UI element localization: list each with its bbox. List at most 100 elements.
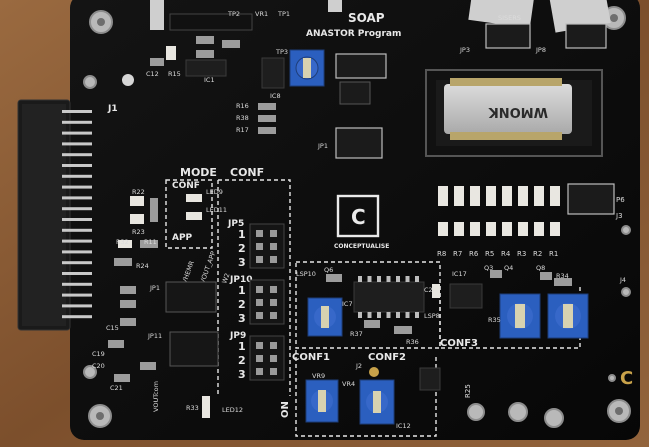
- label-j2: J2: [355, 362, 362, 370]
- conf-header-pin: [256, 355, 263, 362]
- jp10-pin-3: 3: [238, 312, 246, 325]
- upper-smd-parts: [122, 36, 240, 86]
- trimpots: [305, 293, 589, 425]
- label-r24: R24: [136, 262, 149, 270]
- header-pin: [62, 185, 92, 189]
- label-jp5: JP5: [227, 219, 244, 229]
- header-pin: [62, 164, 92, 167]
- ic-pin: [405, 276, 410, 282]
- board-subtitle: ANASTOR Program: [306, 29, 401, 39]
- section-conf1: CONF1: [292, 352, 330, 363]
- header-pin: [62, 239, 92, 243]
- jp5-pin-3: 3: [238, 256, 246, 269]
- smd-resistor: [550, 222, 560, 236]
- header-pin: [62, 304, 92, 308]
- header-pin: [62, 250, 92, 254]
- label-sisers: SISERS: [498, 14, 521, 22]
- label-p6: P6: [616, 196, 625, 204]
- header-pin: [62, 131, 92, 135]
- label-r38: R38: [236, 114, 249, 122]
- label-w2: W2: [220, 272, 231, 285]
- header-pin: [62, 142, 92, 146]
- mode-box: [165, 179, 213, 249]
- label-voutcom: VOUTcom: [152, 381, 160, 412]
- smd-resistor: [534, 186, 544, 206]
- conf-header-pin: [256, 230, 263, 237]
- label-led12: LED12: [222, 406, 243, 414]
- label-ic8: IC8: [270, 92, 281, 100]
- header-pin: [62, 153, 92, 157]
- smd-resistor: [502, 222, 512, 236]
- conf-header-pin: [256, 256, 263, 263]
- header-pin: [62, 315, 92, 319]
- conf-header-pin: [270, 243, 277, 250]
- label-r33: R33: [186, 404, 199, 412]
- mode-conf-label: CONF: [172, 181, 200, 191]
- conf-header-pin: [270, 342, 277, 349]
- ic-pin: [377, 312, 381, 318]
- smd-resistor: [518, 222, 528, 236]
- ic-pin: [415, 312, 419, 318]
- label-q3: Q3: [484, 264, 493, 272]
- resistor-label: R6: [469, 250, 479, 258]
- label-jp1-mid: JP1: [317, 142, 328, 150]
- label-c15: C15: [106, 324, 119, 332]
- label-lsp8: LSP8: [424, 312, 440, 320]
- label-r37: R37: [350, 330, 363, 338]
- conf-header-pin: [270, 299, 277, 306]
- board-title: SOAP: [348, 11, 385, 25]
- conf-header-pin: [270, 355, 277, 362]
- label-vr4: VR4: [342, 380, 355, 388]
- conf-header-pin: [270, 286, 277, 293]
- ic-pin: [367, 276, 372, 282]
- label-q4: Q4: [504, 264, 513, 272]
- conf-header-pin: [270, 256, 277, 263]
- header-pin: [62, 282, 92, 286]
- dip-chip: [425, 69, 603, 157]
- ic-pin: [377, 276, 381, 282]
- smd-resistor: [454, 222, 464, 236]
- jp9-pin-1: 1: [238, 340, 246, 353]
- conf-header-pin: [256, 312, 263, 319]
- conf-header-pin: [256, 243, 263, 250]
- header-pin: [62, 207, 92, 211]
- label-r32: R32: [116, 238, 129, 246]
- resistor-label: R5: [485, 250, 494, 258]
- label-r36: R36: [406, 338, 419, 346]
- top-jumpers: [335, 23, 607, 159]
- middle-resistors: [258, 103, 276, 134]
- ic-pin: [386, 312, 391, 318]
- resistor-label: R2: [533, 250, 542, 258]
- conf-header-pin: [256, 342, 263, 349]
- smd-resistor: [438, 222, 448, 236]
- conf1-area: [295, 261, 441, 349]
- conf-header-pin: [270, 312, 277, 319]
- label-vr1: VR1: [255, 10, 268, 18]
- jp1-jumper-block: [165, 281, 217, 313]
- smd-resistor: [550, 186, 560, 206]
- ic-pin: [405, 312, 410, 318]
- jp5-pin-1: 1: [238, 228, 246, 241]
- section-conf3: CONF3: [440, 338, 478, 349]
- label-jp3: JP3: [459, 46, 470, 54]
- label-j1: J1: [107, 104, 118, 114]
- smd-resistor: [534, 222, 544, 236]
- smd-resistor: [470, 222, 480, 236]
- header-pin: [62, 120, 92, 124]
- chip-marking: WMONK: [488, 104, 548, 119]
- label-vr9: VR9: [312, 372, 325, 380]
- resistor-label: R4: [501, 250, 511, 258]
- smd-resistor: [518, 186, 528, 206]
- label-r25: R25: [464, 384, 472, 398]
- ic-pin: [415, 276, 419, 282]
- ic-pin: [396, 276, 400, 282]
- conf-header-pin: [256, 286, 263, 293]
- label-jp10: JP10: [229, 275, 252, 285]
- label-on: ON: [280, 401, 291, 418]
- label-r23: R23: [132, 228, 145, 236]
- resistor-label: R3: [517, 250, 526, 258]
- label-j4: J4: [619, 276, 626, 284]
- ic-pin: [358, 276, 362, 282]
